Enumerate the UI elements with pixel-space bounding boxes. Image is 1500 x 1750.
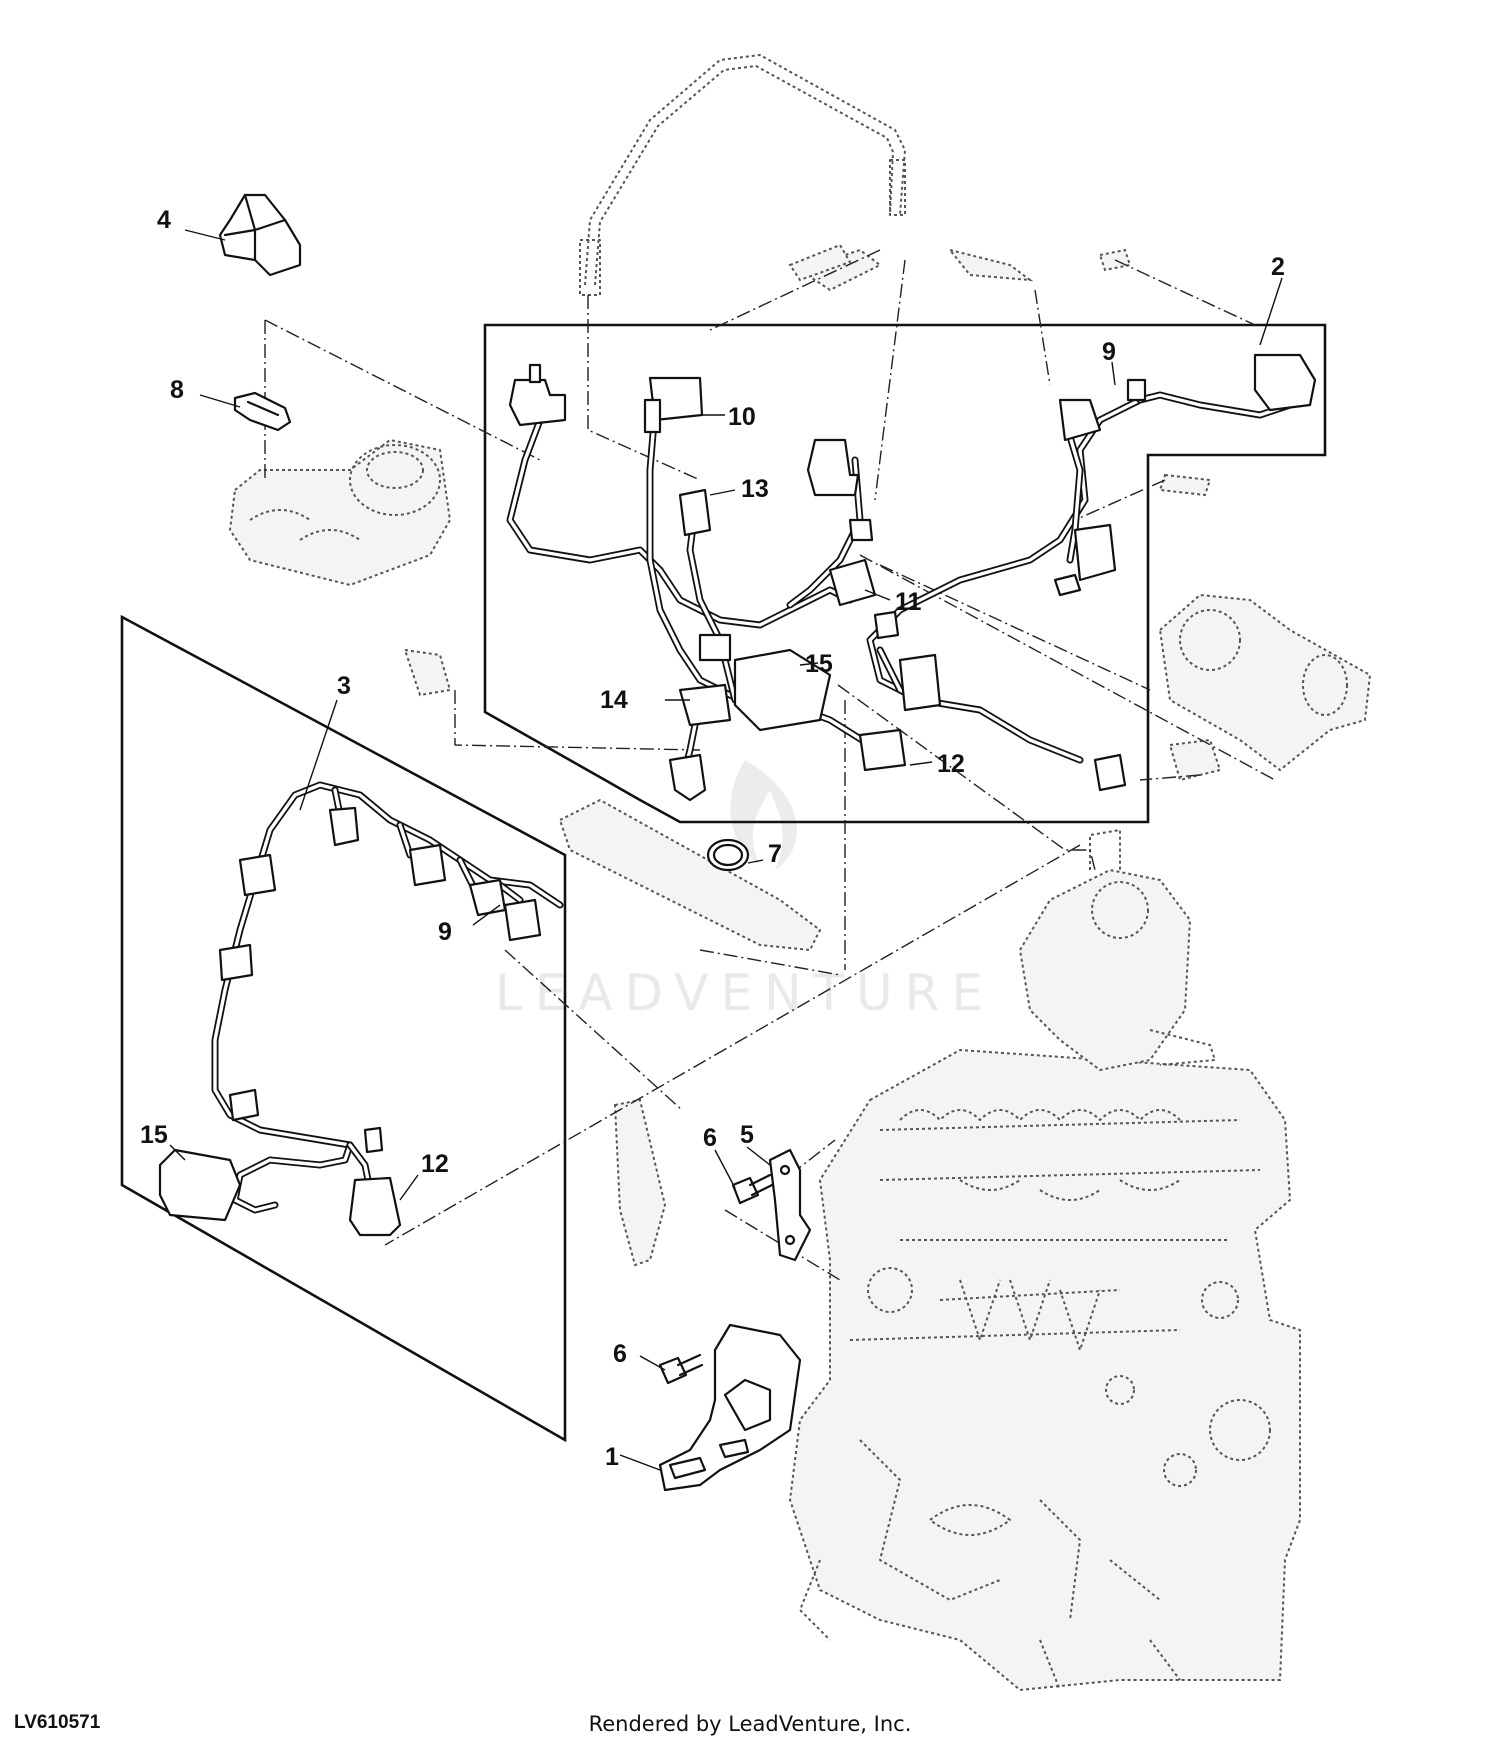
callout-9-upper: 9 (1102, 338, 1116, 366)
injector-connector-3 (468, 878, 507, 917)
part-5-bracket (768, 1148, 812, 1262)
connector-2-end (1253, 353, 1317, 412)
part-4-cover (218, 193, 302, 277)
callout-4: 4 (157, 206, 171, 234)
callout-3: 3 (337, 672, 351, 700)
part-8-clip (233, 391, 292, 432)
harness-2-connectors (508, 353, 1317, 802)
callout-5: 5 (740, 1121, 754, 1149)
connector-right-lower (1093, 753, 1127, 792)
fuel-line-ghost (579, 54, 906, 296)
throttle-body-ghost (228, 438, 452, 587)
callout-7: 7 (768, 840, 782, 868)
callout-15-upper: 15 (805, 650, 833, 678)
callout-11: 11 (895, 588, 922, 616)
harness-3-boundary (120, 614, 567, 1443)
watermark-text: LEADVENTURE (495, 964, 995, 1022)
callout-9-lower: 9 (438, 918, 452, 946)
part-7-clamp (706, 838, 750, 872)
callout-14: 14 (600, 686, 628, 714)
callout-1: 1 (605, 1443, 619, 1471)
diagram-id-label: LV610571 (14, 1712, 101, 1733)
cam-sensor-connector (508, 378, 567, 427)
callout-12-upper: 12 (937, 750, 965, 778)
connector-12-top (858, 728, 907, 772)
engine-block-ghost (788, 1048, 1301, 1692)
injector-ghosts (403, 243, 1222, 1267)
injector-connector-2 (408, 843, 447, 887)
callout-15-lower: 15 (140, 1121, 168, 1149)
connector-right (1073, 523, 1117, 582)
connector-11 (828, 558, 877, 607)
connector-12-left (348, 1176, 402, 1237)
part-6-bolt-upper (731, 1173, 774, 1205)
rendered-by-footer: Rendered by LeadVenture, Inc. (588, 1712, 912, 1736)
callout-6-upper: 6 (703, 1124, 717, 1152)
connector-mid (898, 653, 942, 712)
callout-labels: 1 2 3 4 5 6 6 7 8 9 9 10 11 12 12 13 14 … (140, 206, 1285, 1471)
connector-15-left (158, 1148, 242, 1222)
part-6-bolt-lower (658, 1353, 704, 1385)
connector-13 (678, 488, 712, 537)
callout-8: 8 (170, 376, 184, 404)
part-1-bracket (658, 1323, 802, 1492)
callout-6-lower: 6 (613, 1340, 627, 1368)
fuel-pump-ghost (1018, 829, 1216, 1072)
egr-valve-ghost (1158, 593, 1372, 772)
harness-3-connectors (158, 806, 542, 1237)
callout-10: 10 (728, 403, 756, 431)
callout-2: 2 (1271, 253, 1285, 281)
callout-13: 13 (741, 475, 769, 503)
injector-connector-1 (328, 806, 360, 847)
ecu-connector-bracket (733, 648, 832, 732)
leadventure-watermark: LEADVENTURE (495, 760, 995, 1022)
injector-connector-4 (503, 898, 542, 942)
leader-lines (169, 229, 1283, 1471)
harness-2-boundary (483, 323, 1327, 824)
connector-upper (806, 438, 860, 497)
connector-15-top (698, 633, 732, 662)
callout-12-lower: 12 (421, 1150, 449, 1178)
connector-14 (678, 683, 732, 727)
wiring-harness-3 (211, 781, 564, 1214)
connector-9-upper (1058, 398, 1102, 442)
